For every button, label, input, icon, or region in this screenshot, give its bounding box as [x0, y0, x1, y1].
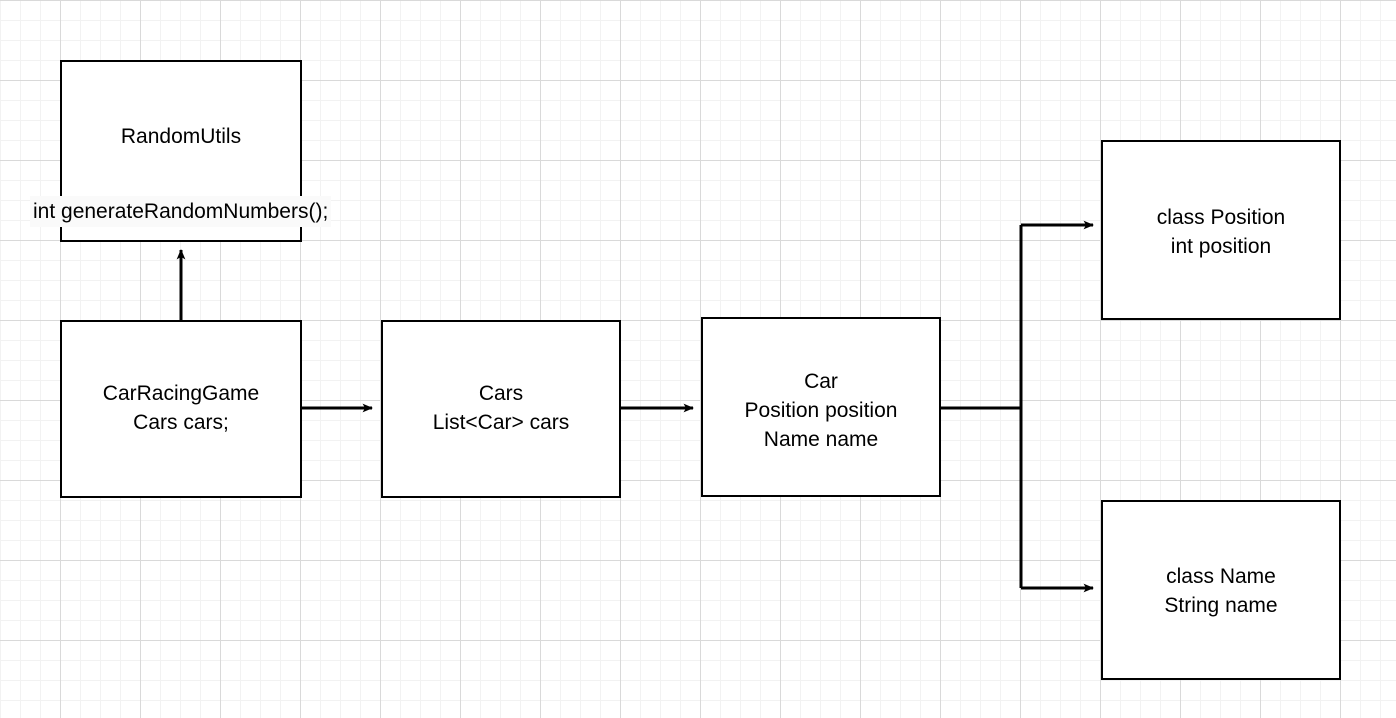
random-utils-method-label[interactable]: int generateRandomNumbers();	[30, 196, 332, 227]
car-node[interactable]: Car Position position Name name	[701, 317, 941, 497]
position-class-label: class Position int position	[1156, 206, 1286, 258]
name-class-label: class Name String name	[1164, 565, 1278, 617]
edge-car-trunk	[941, 225, 1023, 588]
car-racing-game-node[interactable]: CarRacingGame Cars cars;	[60, 320, 302, 498]
car-label: Car Position position Name name	[744, 370, 898, 451]
cars-node[interactable]: Cars List<Car> cars	[381, 320, 621, 498]
position-class-node[interactable]: class Position int position	[1101, 140, 1341, 320]
random-utils-label: RandomUtils	[120, 125, 242, 148]
cars-label: Cars List<Car> cars	[432, 382, 570, 434]
name-class-node[interactable]: class Name String name	[1101, 500, 1341, 680]
car-racing-game-label: CarRacingGame Cars cars;	[102, 382, 260, 434]
